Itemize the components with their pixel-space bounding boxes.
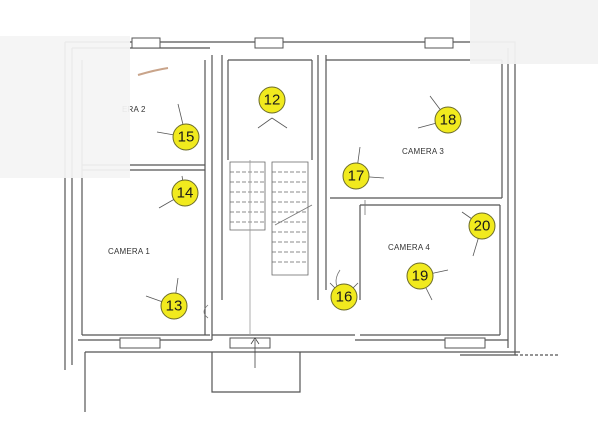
room-label-camera1: CAMERA 1 [108,247,150,256]
room-label-camera3: CAMERA 3 [402,147,444,156]
blur-overlay-top-right [470,0,598,64]
svg-text:15: 15 [178,129,195,146]
marker-16[interactable]: 16 [330,283,358,311]
marker-19[interactable]: 19 [406,262,434,290]
camera-markers: 12 15 18 17 14 20 19 13 [160,86,496,320]
svg-text:13: 13 [166,298,183,315]
marker-17[interactable]: 17 [342,162,370,190]
svg-text:20: 20 [474,218,491,235]
svg-text:16: 16 [336,289,353,306]
entrance-porch [211,352,301,393]
outer-wall-top-right [65,41,516,356]
staircase [229,160,313,368]
blur-overlay-left [0,36,130,178]
svg-text:14: 14 [177,185,194,202]
marker-18[interactable]: 18 [434,106,462,134]
windows [119,37,486,349]
svg-text:19: 19 [412,268,429,285]
marker-14[interactable]: 14 [171,179,199,207]
svg-text:12: 12 [264,92,281,109]
marker-20[interactable]: 20 [468,212,496,240]
room-label-camera4: CAMERA 4 [388,243,430,252]
svg-text:18: 18 [440,112,457,129]
marker-12[interactable]: 12 [258,86,286,114]
room-label-camera2: ERA 2 [122,105,146,114]
marker-13[interactable]: 13 [160,292,188,320]
marker-15[interactable]: 15 [172,123,200,151]
svg-text:17: 17 [348,168,365,185]
